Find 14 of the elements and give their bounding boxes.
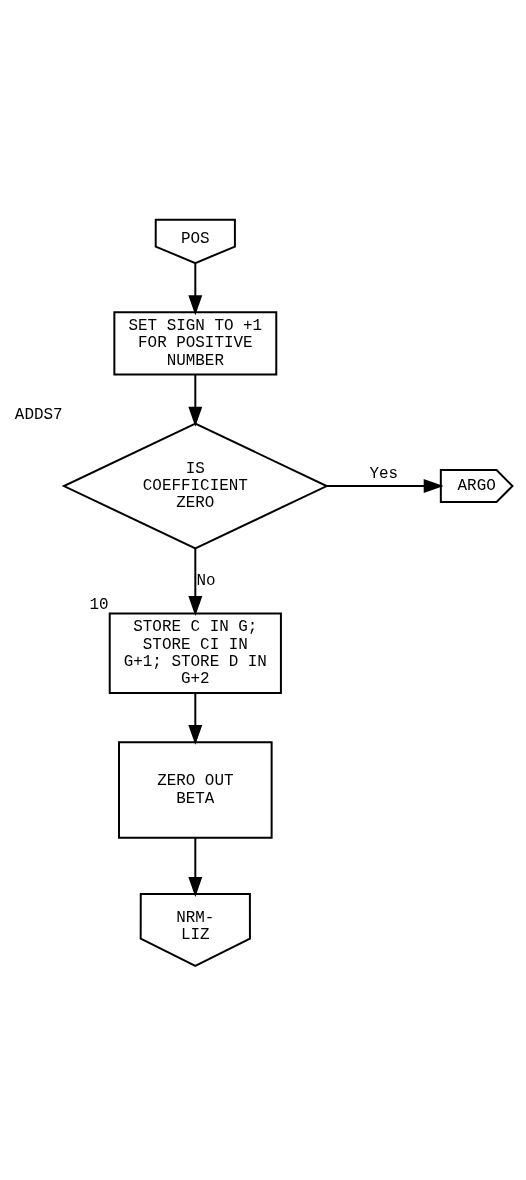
edge-label: No [196, 571, 216, 590]
arrow [325, 478, 444, 493]
node-diamond: IS COEFFICIENT ZERO [61, 422, 329, 549]
arrow [188, 836, 203, 897]
node-label: ADDS7 [14, 405, 63, 424]
edge-label: Yes [369, 464, 399, 483]
node-box: ZERO OUT BETA [118, 740, 273, 839]
arrow [188, 691, 203, 745]
node-label: 10 [89, 595, 109, 614]
node-box: SET SIGN TO +1 FOR POSITIVE NUMBER [113, 310, 278, 376]
arrow [188, 547, 203, 616]
node-box: STORE C IN G; STORE CI IN G+1; STORE D IN G+2 [108, 611, 282, 694]
arrow [188, 262, 203, 315]
arrow [188, 373, 203, 427]
